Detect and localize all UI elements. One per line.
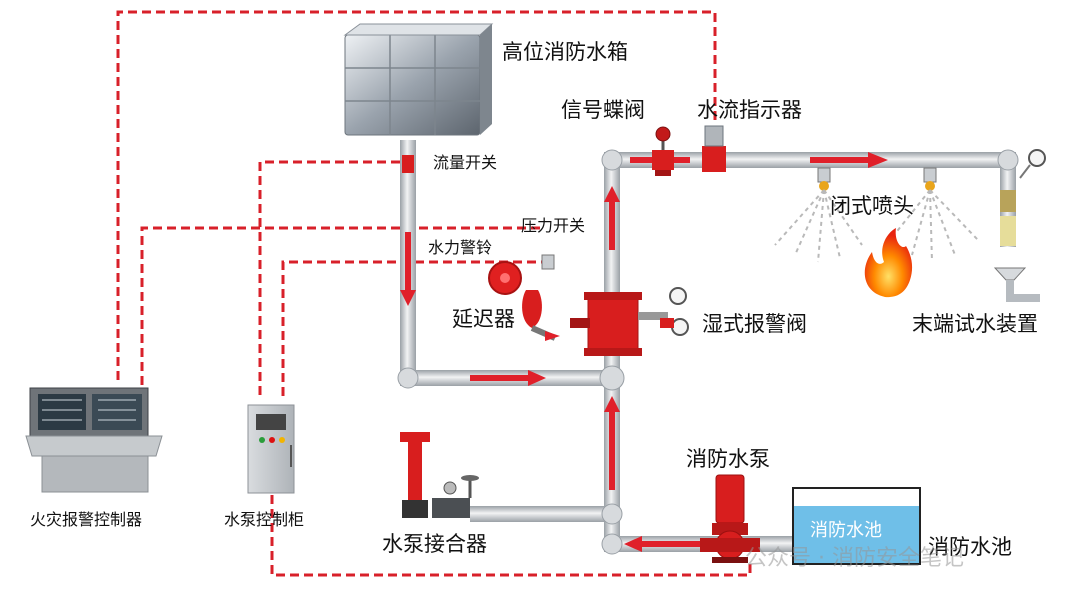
label-pool: 消防水池 [928, 535, 1012, 559]
elbow [601, 149, 623, 171]
label-sprinklers: 闭式喷头 [830, 194, 914, 218]
fire-icon [864, 228, 913, 298]
signal-line-flow-switch [258, 160, 400, 400]
label-connector: 水泵接合器 [382, 532, 487, 556]
label-flow-switch: 流量开关 [433, 153, 498, 172]
flow-switch [402, 155, 414, 173]
watermark: 公众号 · 消防安全笔记 [745, 546, 964, 571]
flow-arrow [528, 370, 546, 386]
pressure-switch [541, 254, 555, 270]
label-alarm-valve: 湿式报警阀 [702, 312, 807, 336]
elbow [601, 503, 623, 525]
connector-pipe [470, 506, 615, 522]
pump-adapter [400, 432, 479, 518]
signal-line-bell [281, 260, 550, 400]
signal-butterfly-valve [652, 126, 674, 176]
flow-arrow [609, 410, 615, 490]
flow-arrow [400, 290, 416, 306]
label-pool-inner: 消防水池 [810, 520, 882, 541]
label-delay: 延迟器 [452, 307, 515, 331]
fire-pool [792, 487, 921, 565]
flow-arrow [604, 186, 620, 202]
pipes [397, 140, 1019, 555]
flow-arrow [640, 541, 700, 547]
pressure-gauge-icon [669, 287, 687, 305]
fire-pump [700, 474, 760, 563]
signal-line-pump [270, 495, 752, 577]
closed-sprinkler-right [889, 167, 979, 263]
label-fire-panel: 火灾报警控制器 [30, 510, 143, 529]
pressure-gauge-icon [671, 318, 689, 336]
delay-chamber [522, 290, 560, 341]
flow-arrow [405, 232, 411, 292]
closed-sprinkler-left [774, 167, 863, 263]
label-end-test: 末端试水装置 [912, 312, 1038, 336]
flow-arrow [470, 375, 530, 381]
elbow [601, 533, 623, 555]
elbow [599, 365, 625, 391]
label-tank: 高位消防水箱 [502, 40, 628, 64]
flow-arrow [624, 536, 642, 552]
water-tank [343, 23, 494, 136]
signal-line-flow-indicator [116, 10, 717, 385]
label-pressure-switch: 压力开关 [521, 216, 586, 235]
water-flow-indicator [702, 125, 726, 172]
label-water-bell: 水力警铃 [428, 238, 493, 257]
label-flow-indicator: 水流指示器 [697, 98, 802, 122]
water-bell [488, 261, 522, 295]
label-signal-valve: 信号蝶阀 [561, 98, 645, 122]
wet-alarm-valve [570, 287, 689, 356]
flow-arrow [810, 157, 870, 163]
end-test-device [993, 149, 1046, 302]
pump-control-cabinet [247, 404, 295, 494]
label-pump: 消防水泵 [686, 447, 770, 471]
elbow [397, 367, 419, 389]
flow-arrow [604, 396, 620, 412]
flow-arrow [609, 200, 615, 250]
fire-alarm-controller [25, 387, 163, 493]
elbow [997, 149, 1019, 171]
flow-arrow [868, 152, 888, 168]
label-pump-cabinet: 水泵控制柜 [224, 510, 305, 529]
